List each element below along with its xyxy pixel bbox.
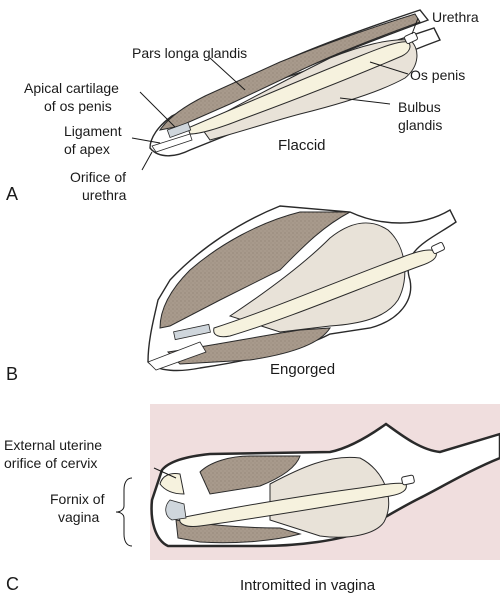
panel-letter-a: A (6, 184, 18, 204)
label-os-penis: Os penis (410, 67, 465, 83)
stage-label-engorged: Engorged (270, 361, 335, 378)
label-pars-longa-glandis: Pars longa glandis (132, 45, 247, 61)
label-apical-cartilage-2: of os penis (44, 98, 112, 114)
label-orifice-of-cervix: orifice of cervix (4, 455, 97, 471)
label-fornix-of: Fornix of (50, 491, 105, 507)
label-apical-cartilage: Apical cartilage (24, 80, 119, 96)
label-urethra-orifice: urethra (82, 187, 127, 203)
label-bulbus: Bulbus (398, 99, 441, 115)
panel-letter-b: B (6, 364, 18, 384)
label-orifice: Orifice of (70, 169, 126, 185)
panel-b-drawing (148, 206, 456, 370)
label-bulbus-glandis: glandis (398, 117, 442, 133)
label-of-apex: of apex (64, 141, 110, 157)
panel-c-drawing (150, 404, 500, 560)
stage-label-flaccid: Flaccid (278, 137, 326, 154)
label-vagina: vagina (58, 509, 99, 525)
panel-b-urethra-tube (431, 242, 445, 254)
panel-a-drawing (150, 10, 440, 156)
stage-label-intromitted: Intromitted in vagina (240, 577, 376, 594)
label-external-uterine: External uterine (4, 437, 102, 453)
label-urethra: Urethra (432, 9, 479, 25)
panel-letter-c: C (6, 574, 19, 594)
label-ligament: Ligament (64, 123, 122, 139)
